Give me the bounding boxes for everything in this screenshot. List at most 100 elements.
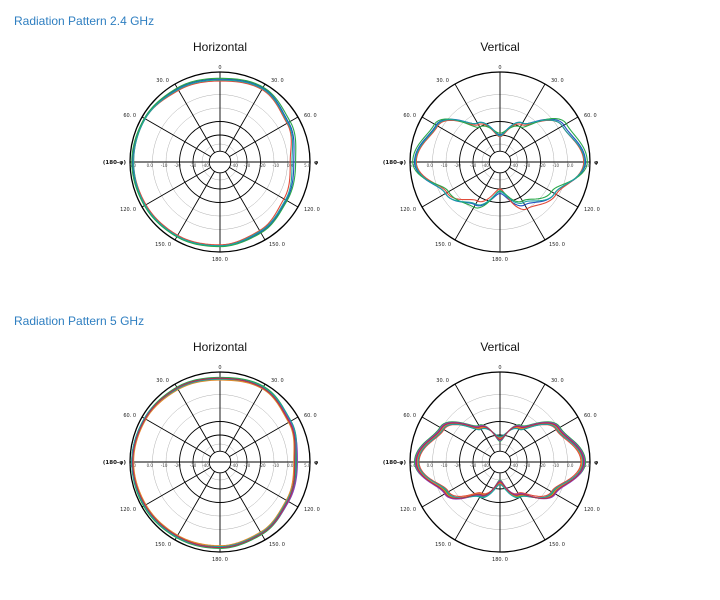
angle-label: 30. 0	[271, 378, 284, 384]
angle-label: 60. 0	[403, 113, 416, 119]
grid-spoke	[174, 471, 215, 541]
plot-title: Vertical	[480, 40, 520, 54]
section-title-2-4ghz: Radiation Pattern 2.4 GHz	[14, 14, 155, 28]
radial-tick-label: 5.0	[304, 163, 311, 168]
series-line	[413, 118, 587, 207]
angle-label: 180. 0	[492, 557, 508, 563]
grid-spoke	[225, 471, 266, 541]
angle-label: 120. 0	[120, 207, 136, 213]
grid-spoke	[225, 171, 266, 241]
grid-spoke	[454, 383, 495, 453]
angle-label: 60. 0	[304, 113, 317, 119]
radial-tick-label: -10	[273, 163, 280, 168]
radial-tick-label: -10	[161, 463, 168, 468]
angle-label: 0	[498, 365, 501, 371]
radial-tick-label: -30	[244, 463, 251, 468]
grid-spoke	[229, 416, 299, 457]
radial-tick-label: 5.0	[584, 463, 591, 468]
angle-label: 30. 0	[436, 78, 449, 84]
angle-label: 150. 0	[269, 242, 285, 248]
radial-tick-label: -30	[524, 463, 531, 468]
series-line	[418, 423, 582, 497]
left-angle-label: (180-φ)	[383, 160, 407, 166]
radial-tick-label: -10	[441, 463, 448, 468]
grid-spoke	[174, 383, 215, 453]
grid-spoke	[141, 467, 211, 508]
radial-tick-label: -30	[524, 163, 531, 168]
radial-tick-label: -40	[482, 463, 489, 468]
angle-label: 150. 0	[549, 242, 565, 248]
radial-tick-label: -40	[231, 163, 238, 168]
plot-title: Vertical	[480, 340, 520, 354]
series-line	[414, 421, 586, 500]
plot-title: Horizontal	[192, 340, 248, 354]
left-angle-label: (180-φ)	[383, 460, 407, 466]
angle-label: 150. 0	[269, 542, 285, 548]
series-line	[417, 423, 584, 499]
radial-tick-label: -10	[161, 163, 168, 168]
radial-tick-label: -30	[470, 163, 477, 168]
radial-tick-label: -40	[511, 163, 518, 168]
series-line	[133, 79, 294, 247]
grid-spoke	[421, 416, 491, 457]
series-line	[413, 421, 587, 499]
grid-spoke	[454, 83, 495, 153]
series-line	[133, 379, 295, 547]
radial-tick-label: -10	[441, 163, 448, 168]
grid-spoke	[454, 471, 495, 541]
grid-spoke	[505, 471, 546, 541]
angle-label: 60. 0	[304, 413, 317, 419]
right-angle-label: φ	[314, 160, 318, 166]
radial-tick-label: -30	[244, 163, 251, 168]
grid-spoke	[509, 116, 579, 157]
angle-label: 150. 0	[435, 242, 451, 248]
angle-label: 180. 0	[492, 257, 508, 263]
radial-tick-label: 5.0	[410, 463, 417, 468]
series-line	[131, 77, 297, 248]
radial-tick-label: -40	[202, 463, 209, 468]
angle-label: 30. 0	[436, 378, 449, 384]
grid-spoke	[141, 416, 211, 457]
radial-tick-label: 0.0	[427, 163, 434, 168]
radial-tick-label: 0.0	[147, 463, 154, 468]
angle-label: 150. 0	[155, 242, 171, 248]
angle-label: 120. 0	[304, 507, 320, 513]
grid-spoke	[505, 171, 546, 241]
angle-label: 60. 0	[584, 113, 597, 119]
angle-label: 120. 0	[400, 507, 416, 513]
radial-tick-label: 5.0	[584, 163, 591, 168]
series-line	[132, 377, 296, 549]
angle-label: 150. 0	[435, 542, 451, 548]
grid-spoke	[229, 116, 299, 157]
radial-tick-label: -20	[539, 163, 546, 168]
angle-label: 30. 0	[271, 78, 284, 84]
radial-tick-label: -20	[259, 463, 266, 468]
angle-label: 30. 0	[551, 78, 564, 84]
radial-tick-label: -20	[259, 163, 266, 168]
left-angle-label: (180-φ)	[103, 160, 127, 166]
grid-spoke	[505, 383, 546, 453]
series-line	[414, 119, 586, 206]
plot-title: Horizontal	[192, 40, 248, 54]
radial-tick-label: -20	[174, 163, 181, 168]
angle-label: 120. 0	[400, 207, 416, 213]
angle-label: 150. 0	[155, 542, 171, 548]
angle-label: 120. 0	[120, 507, 136, 513]
grid-spoke	[141, 167, 211, 208]
grid-spoke	[174, 171, 215, 241]
radial-tick-label: -30	[190, 463, 197, 468]
angle-label: 0	[498, 65, 501, 71]
radial-tick-label: 0.0	[567, 463, 574, 468]
radial-tick-label: -40	[231, 463, 238, 468]
right-angle-label: φ	[314, 460, 318, 466]
radial-tick-label: 5.0	[304, 463, 311, 468]
grid-spoke	[225, 83, 266, 153]
angle-label: 0	[218, 65, 221, 71]
angle-label: 30. 0	[156, 78, 169, 84]
angle-label: 120. 0	[584, 207, 600, 213]
grid-spoke	[509, 467, 579, 508]
